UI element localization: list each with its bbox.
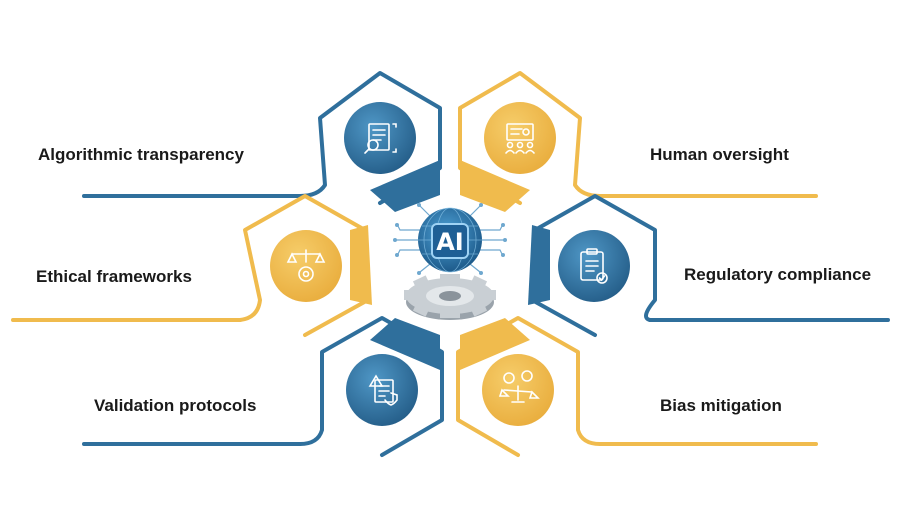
label-validation-protocols: Validation protocols [94, 396, 257, 415]
label-bias-mitigation: Bias mitigation [660, 396, 782, 415]
icon-circle-algorithmic-transparency [344, 102, 416, 174]
clipboard-check-icon [580, 248, 608, 284]
ai-badge-text: AI [436, 228, 464, 256]
wedge-accent-top-left [370, 160, 440, 212]
balance-people-icon [498, 370, 540, 403]
wedge-accent-mid-left [350, 225, 372, 305]
label-human-oversight: Human oversight [650, 145, 789, 164]
document-search-icon [364, 123, 397, 154]
wedge-accent-top-right [460, 160, 530, 212]
checklist-shield-icon [368, 374, 398, 406]
hex-frame-ethical-frameworks [238, 194, 370, 337]
wedge-accent-bottom-left [370, 318, 440, 370]
label-regulatory-compliance: Regulatory compliance [684, 265, 872, 284]
circuit-traces [396, 205, 504, 273]
label-ethical-frameworks: Ethical frameworks [36, 267, 192, 286]
circuit-nodes [393, 203, 507, 275]
label-algorithmic-transparency: Algorithmic transparency [38, 145, 244, 164]
wedge-accent-mid-right [528, 225, 550, 305]
icon-circle-ethical-frameworks [270, 230, 342, 302]
team-monitor-icon [505, 123, 535, 154]
gear-icon [404, 274, 496, 320]
wedge-accent-bottom-right [460, 318, 530, 370]
hex-frame-regulatory-compliance [530, 194, 657, 337]
icon-circle-human-oversight [484, 102, 556, 174]
scales-gear-icon [286, 249, 326, 282]
icon-circle-validation-protocols [346, 354, 418, 426]
ai-chip-globe-icon: AI [418, 207, 482, 273]
